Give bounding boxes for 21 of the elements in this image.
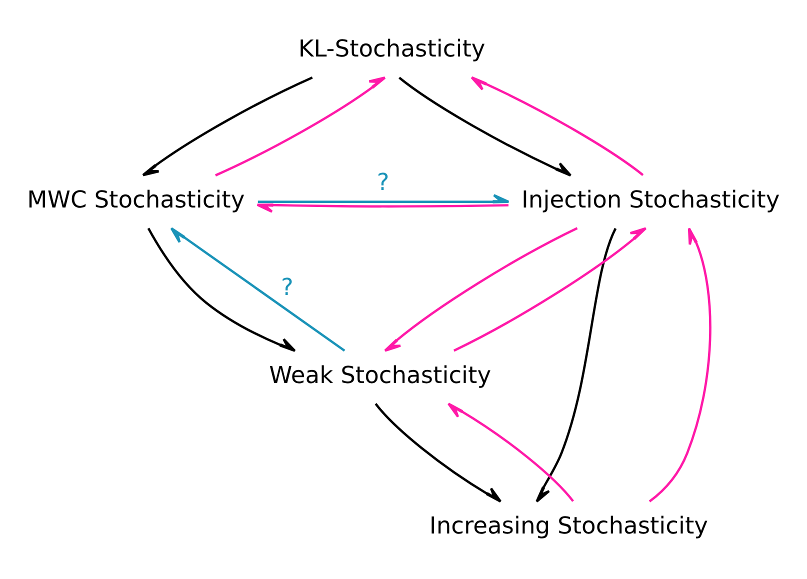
arrow xyxy=(398,76,572,177)
arrow xyxy=(258,194,510,204)
arrow xyxy=(142,76,313,176)
arrow xyxy=(374,403,502,503)
node-text: KL-Stochasticity xyxy=(298,34,486,63)
arrow xyxy=(215,76,386,176)
arrow xyxy=(256,203,508,213)
arrow xyxy=(170,227,346,352)
arrow xyxy=(648,227,712,502)
node-text: Injection Stochasticity xyxy=(522,185,780,214)
node-text: Weak Stochasticity xyxy=(269,360,492,389)
node-text: MWC Stochasticity xyxy=(27,185,245,214)
arrow xyxy=(470,76,644,176)
arrow xyxy=(384,227,578,352)
edge-label: ? xyxy=(281,273,294,302)
arrow xyxy=(147,228,296,352)
arrow xyxy=(447,402,574,502)
arrow xyxy=(453,227,647,352)
node-text: Increasing Stochasticity xyxy=(429,511,708,540)
edge-label: ? xyxy=(376,168,390,196)
arrow xyxy=(536,228,617,503)
